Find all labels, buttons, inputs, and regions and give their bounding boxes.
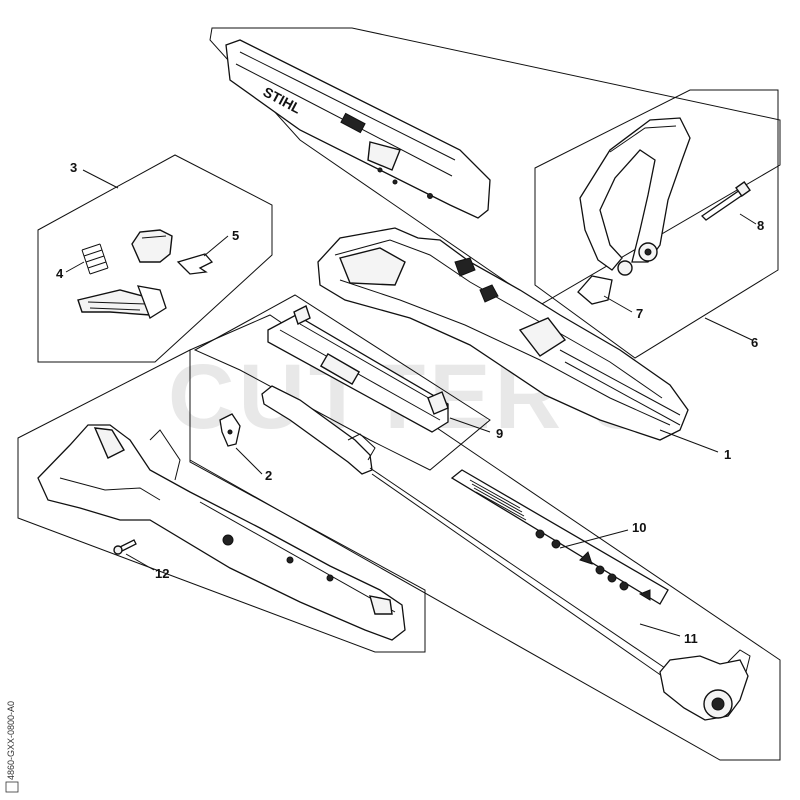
- panel-housing-half: [17, 349, 426, 653]
- panel-internal: [193, 294, 491, 471]
- corner-mark: [5, 781, 19, 793]
- callout-10: 10: [632, 520, 646, 535]
- switch-spring: [81, 243, 109, 275]
- screw: [113, 539, 137, 555]
- callout-2: 2: [265, 468, 272, 483]
- callout-9: 9: [496, 426, 503, 441]
- cable-harness: [261, 385, 666, 677]
- callout-1: 1: [724, 447, 731, 462]
- loop-handle: [579, 117, 691, 276]
- switch-latch: [131, 229, 173, 263]
- callout-3: 3: [70, 160, 77, 175]
- handle-clamp: [577, 275, 613, 305]
- shaft-tube: [450, 469, 669, 605]
- callout-6: 6: [751, 335, 758, 350]
- callout-8: 8: [757, 218, 764, 233]
- callout-5: 5: [232, 228, 239, 243]
- callout-7: 7: [636, 306, 643, 321]
- callout-11: 11: [684, 631, 698, 646]
- switch-carrier: [267, 305, 449, 433]
- housing-half-left: [37, 424, 406, 641]
- gear-head: [659, 649, 751, 721]
- switch-clip: [176, 253, 214, 275]
- leader-lines: [65, 169, 757, 637]
- handle-bolt: [700, 181, 751, 221]
- housing-half-right: [317, 227, 689, 441]
- wire-clip: [219, 413, 241, 447]
- switch-lever: [77, 285, 167, 319]
- panel-handle-kit: [534, 89, 779, 359]
- callout-12: 12: [155, 566, 169, 581]
- callout-4: 4: [56, 266, 64, 281]
- callout-labels: 3 4 5 6 7 8 9 1 2 10 11 12: [56, 160, 764, 646]
- panel-switch-kit: [37, 154, 273, 363]
- drawing-code: 4860-GXX-0800-A0: [6, 701, 16, 780]
- cover-strip: STIHL: [225, 39, 491, 219]
